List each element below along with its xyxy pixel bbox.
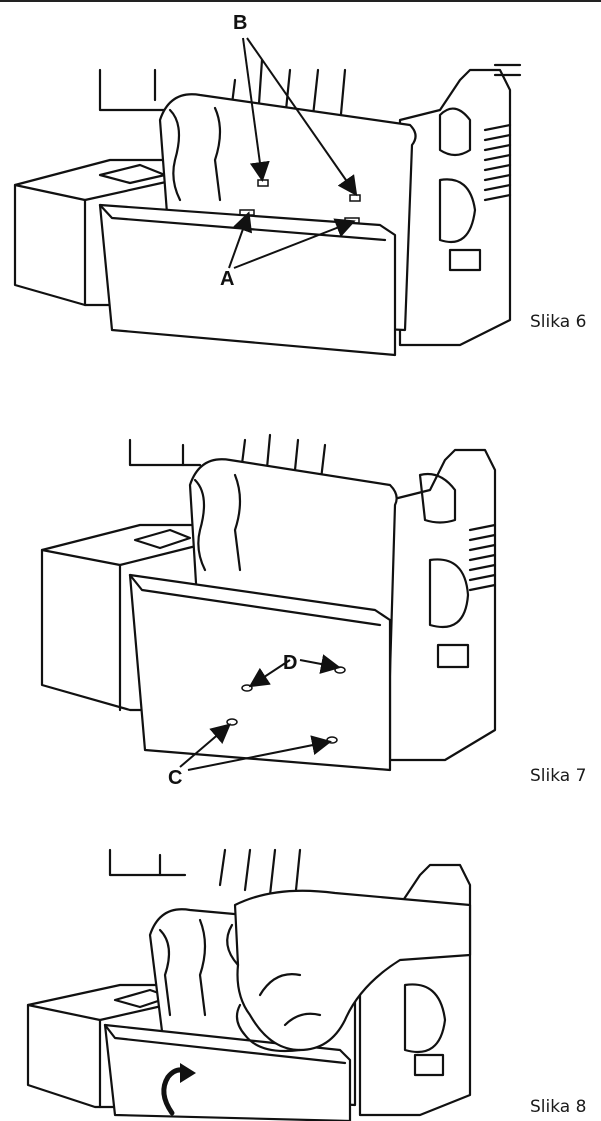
- top-rule: [0, 0, 601, 2]
- figure-6: B A Slika 6: [0, 0, 601, 372]
- callout-C: C: [168, 767, 183, 789]
- figure-7: D C Slika 7: [0, 430, 601, 820]
- figure-6-caption: Slika 6: [530, 312, 587, 332]
- figure-8: Slika 8: [0, 845, 601, 1121]
- figure-8-caption: Slika 8: [530, 1097, 587, 1117]
- callout-D: D: [283, 652, 298, 674]
- callout-B: B: [233, 12, 248, 34]
- callout-A: A: [220, 268, 235, 290]
- figure-8-illustration: [26, 848, 472, 1121]
- figure-7-caption: Slika 7: [530, 766, 587, 786]
- figure-6-illustration: [13, 37, 522, 357]
- figure-7-illustration: [40, 433, 497, 772]
